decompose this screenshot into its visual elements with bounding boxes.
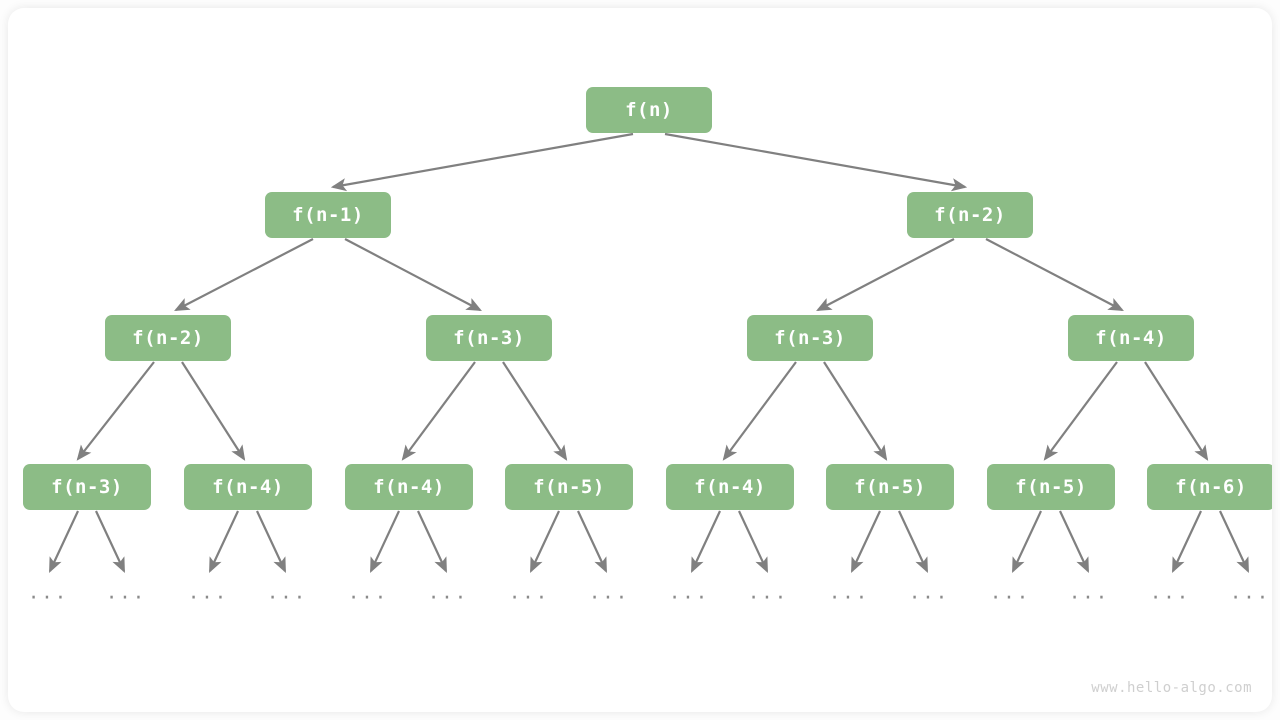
tree-node: f(n-3) — [426, 315, 552, 361]
tree-edge — [370, 510, 400, 573]
ellipsis-marker: ... — [347, 581, 389, 604]
tree-node: f(n-3) — [747, 315, 873, 361]
tree-node: f(n-1) — [265, 192, 391, 238]
tree-edge — [417, 510, 447, 573]
tree-edge — [851, 510, 881, 573]
ellipsis-marker: ... — [1068, 581, 1110, 604]
tree-edge — [502, 361, 568, 461]
ellipsis-marker: ... — [266, 581, 308, 604]
tree-edge — [256, 510, 286, 573]
tree-edge — [49, 510, 79, 573]
tree-edge — [985, 238, 1124, 312]
tree-edge — [1172, 510, 1202, 573]
tree-edge — [1059, 510, 1089, 573]
diagram-card: f(n) f(n-1) f(n-2) f(n-2) f(n-3) f(n-3) f(n-4)… — [8, 8, 1272, 712]
tree-node: f(n-3) — [23, 464, 151, 510]
tree-node: f(n-5) — [505, 464, 633, 510]
tree-edge — [401, 361, 476, 461]
ellipsis-marker: ... — [989, 581, 1031, 604]
tree-node: f(n) — [586, 87, 712, 133]
ellipsis-marker: ... — [828, 581, 870, 604]
tree-node: f(n-4) — [1068, 315, 1194, 361]
tree-edge — [691, 510, 721, 573]
tree-edge — [823, 361, 888, 461]
tree-edge — [1012, 510, 1042, 573]
tree-edge — [181, 361, 246, 461]
ellipsis-marker: ... — [1149, 581, 1191, 604]
ellipsis-marker: ... — [747, 581, 789, 604]
tree-edge — [816, 238, 955, 312]
tree-node: f(n-5) — [987, 464, 1115, 510]
tree-edge — [344, 238, 482, 312]
tree-node: f(n-2) — [105, 315, 231, 361]
ellipsis-marker: ... — [908, 581, 950, 604]
tree-node: f(n-6) — [1147, 464, 1272, 510]
ellipsis-marker: ... — [27, 581, 69, 604]
tree-edge — [330, 132, 634, 192]
tree-edge — [738, 510, 768, 573]
ellipsis-marker: ... — [588, 581, 630, 604]
ellipsis-marker: ... — [105, 581, 147, 604]
tree-edge — [722, 361, 797, 461]
tree-edge — [577, 510, 607, 573]
tree-edge — [664, 132, 968, 192]
tree-edge — [76, 361, 155, 461]
tree-node: f(n-5) — [826, 464, 954, 510]
tree-edge — [95, 510, 125, 573]
ellipsis-marker: ... — [187, 581, 229, 604]
ellipsis-marker: ... — [427, 581, 469, 604]
tree-edge — [898, 510, 928, 573]
tree-edge — [174, 238, 314, 312]
tree-edge — [1219, 510, 1249, 573]
tree-node: f(n-4) — [345, 464, 473, 510]
tree-edge — [1144, 361, 1209, 461]
tree-edge — [1043, 361, 1118, 461]
tree-edge — [209, 510, 239, 573]
ellipsis-marker: ... — [668, 581, 710, 604]
ellipsis-marker: ... — [508, 581, 550, 604]
tree-edge — [530, 510, 560, 573]
tree-node: f(n-4) — [184, 464, 312, 510]
watermark: www.hello-algo.com — [1091, 680, 1252, 696]
tree-node: f(n-2) — [907, 192, 1033, 238]
tree-node: f(n-4) — [666, 464, 794, 510]
ellipsis-marker: ... — [1229, 581, 1271, 604]
